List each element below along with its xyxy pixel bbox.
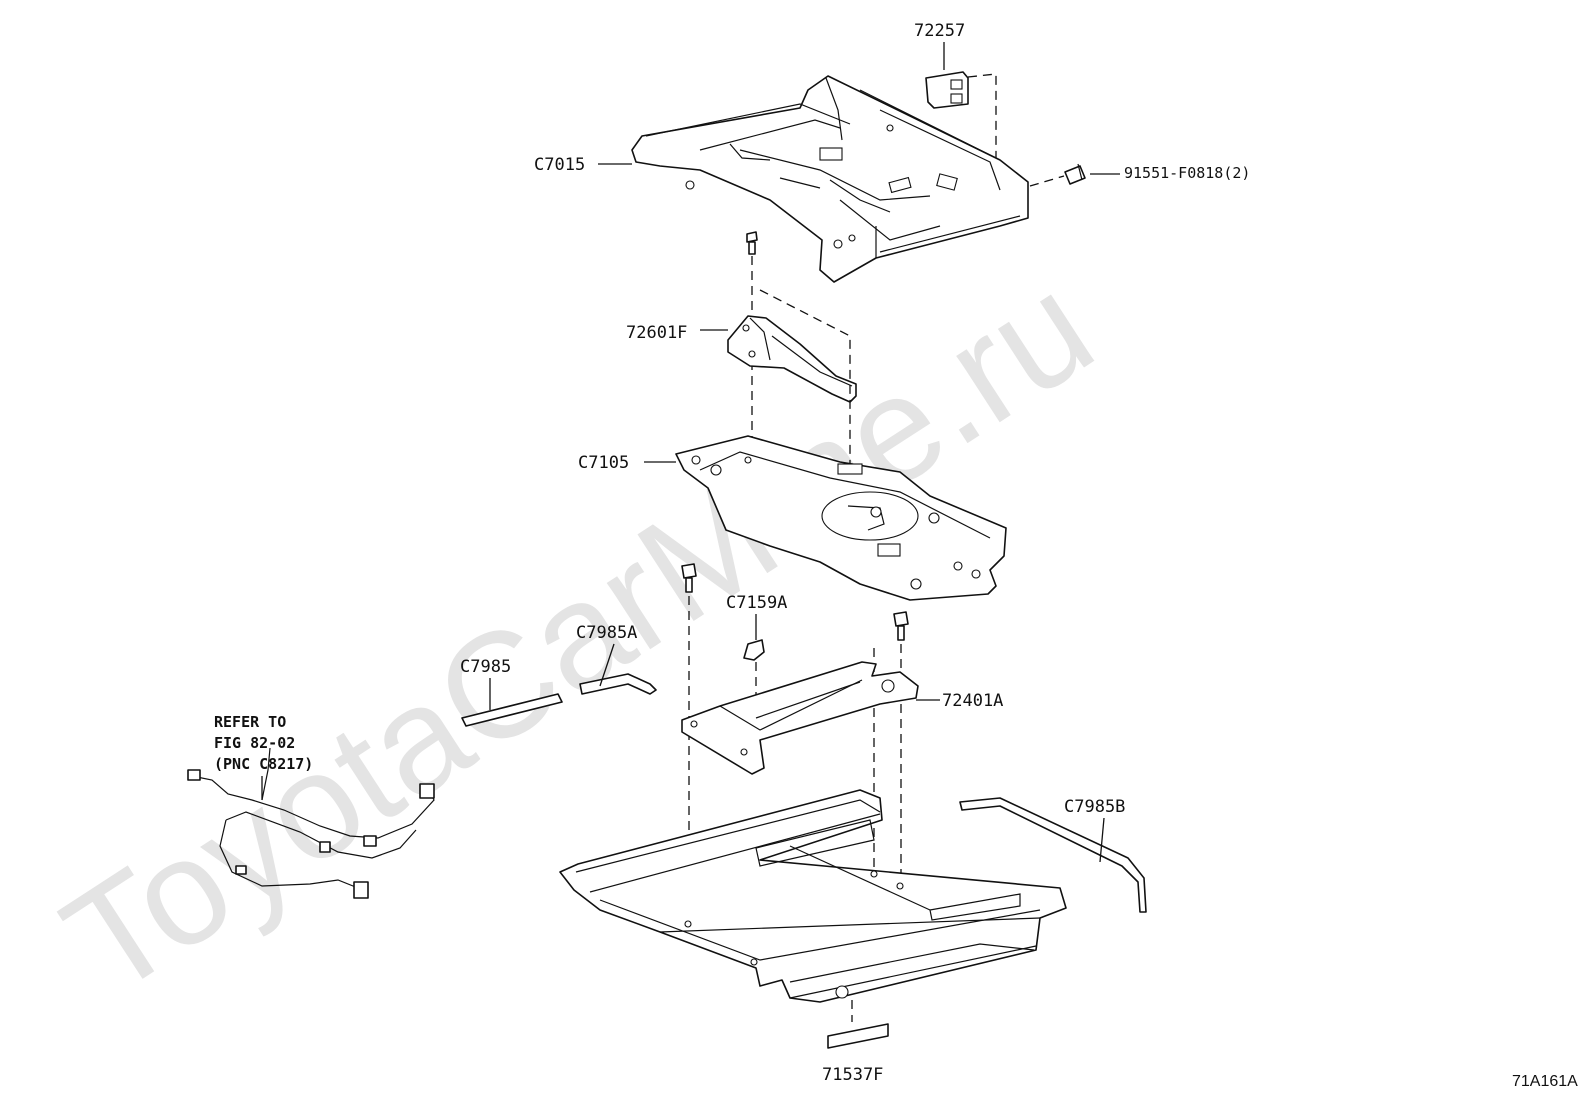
part-91551-bolt bbox=[1029, 163, 1086, 187]
figure-code: 71A161A bbox=[1512, 1073, 1578, 1090]
refer-note-line1: REFER TO bbox=[214, 713, 286, 731]
part-C7105-plate bbox=[675, 435, 1007, 601]
part-bolt-right bbox=[873, 611, 909, 880]
part-72601F-bracket bbox=[727, 289, 857, 560]
part-wire-harness bbox=[187, 747, 435, 899]
part-bolt-upper bbox=[746, 231, 758, 486]
part-C7985A-rod bbox=[579, 673, 657, 695]
label-71537F: 71537F bbox=[822, 1065, 883, 1085]
label-72257: 72257 bbox=[914, 21, 965, 41]
part-72257-bracket bbox=[925, 71, 997, 178]
label-C7015: C7015 bbox=[534, 155, 585, 175]
label-C7159A: C7159A bbox=[726, 593, 787, 613]
label-91551-F0818: 91551-F0818(2) bbox=[1124, 164, 1250, 182]
part-C7985B-rod bbox=[959, 797, 1147, 913]
label-C7985B: C7985B bbox=[1064, 797, 1125, 817]
part-71537F-tag bbox=[827, 1000, 889, 1049]
label-C7985A: C7985A bbox=[576, 623, 637, 643]
label-72601F: 72601F bbox=[626, 323, 687, 343]
label-72401A: 72401A bbox=[942, 691, 1003, 711]
part-seat-track-frame bbox=[559, 789, 1067, 1003]
part-72401A-link bbox=[681, 661, 919, 775]
part-C7985-strip bbox=[461, 693, 563, 727]
label-C7105: C7105 bbox=[578, 453, 629, 473]
refer-note-line3: (PNC C8217) bbox=[214, 755, 313, 773]
leader-lines bbox=[261, 42, 1120, 863]
part-C7015-frame bbox=[631, 75, 1029, 283]
refer-note-line2: FIG 82-02 bbox=[214, 734, 295, 752]
label-C7985: C7985 bbox=[460, 657, 511, 677]
